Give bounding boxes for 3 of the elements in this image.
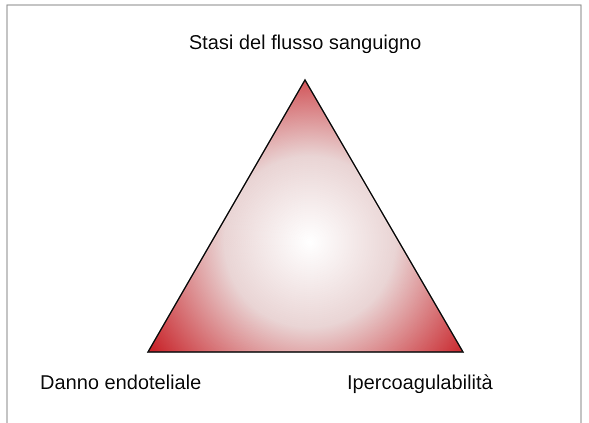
vertex-label: Stasi del flusso sanguigno xyxy=(188,32,422,55)
vertex-label: Ipercoagulabilità xyxy=(347,372,493,395)
vertex-label: Danno endoteliale xyxy=(40,372,202,395)
